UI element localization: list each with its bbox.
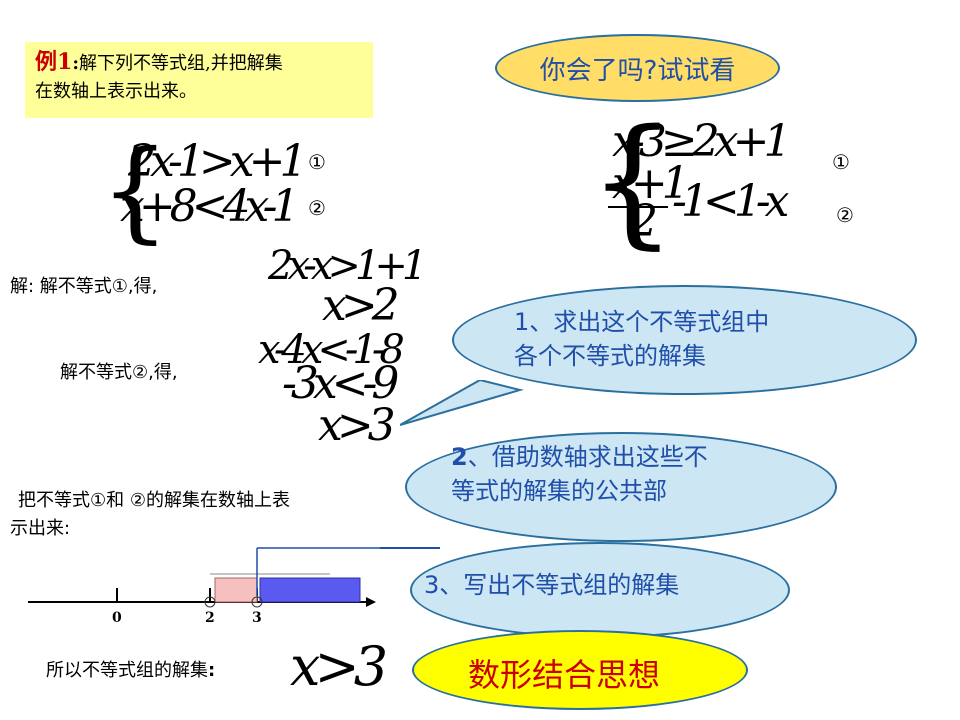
example-colon: : (72, 53, 79, 74)
system1-mark2: ② (308, 196, 326, 220)
tick-label-3: 3 (252, 610, 262, 626)
callout-method: 数形结合思想 (412, 630, 748, 710)
tick-label-2: 2 (205, 610, 215, 626)
system1-eq1: 2x-1>x+1 (128, 136, 307, 187)
system2-eq2-numerator: x+1 (612, 158, 690, 209)
solution-line1-label: 解: 解不等式①,得, (10, 276, 158, 297)
connector-to-callout3 (380, 547, 440, 549)
system2-eq1: x-3≥2x+1 (612, 116, 791, 167)
system2-mark1: ① (832, 150, 850, 174)
callout2-line2: 等式的解集的公共部 (451, 477, 667, 505)
system2-eq2-denominator: 2 (630, 196, 658, 247)
callout-step2: 2、借助数轴求出这些不 等式的解集的公共部 (405, 432, 837, 542)
callout3-text: 3、写出不等式组的解集 (424, 571, 680, 599)
solution-step2b: -3x<-9 (282, 358, 399, 409)
number-line (28, 547, 380, 608)
callout1-line1: 1、求出这个不等式组中 (514, 308, 770, 336)
callout-step1: 1、求出这个不等式组中 各个不等式的解集 (452, 285, 917, 395)
system1-eq2: x+8<4x-1 (120, 181, 299, 232)
try-it-bubble: 你会了吗?试试看 (495, 34, 780, 102)
solution-step2a: x-4x<-1-8 (258, 327, 405, 373)
solution-step2c: x>3 (318, 400, 396, 451)
example-box: 例1:解下列不等式组,并把解集 在数轴上表示出来。 (25, 42, 373, 118)
callout1-line2: 各个不等式的解集 (514, 342, 706, 370)
example-label: 例1 (35, 49, 73, 75)
callout1-tail (400, 380, 524, 426)
callout-step3: 3、写出不等式组的解集 (410, 542, 790, 638)
callout2-line1: 、借助数轴求出这些不 (467, 443, 708, 471)
solution-step1b: x>2 (322, 280, 400, 331)
callout2-number: 2 (451, 443, 468, 471)
example-text-line1: 解下列不等式组,并把解集 (78, 53, 283, 74)
callout4-text: 数形结合思想 (468, 656, 661, 694)
numberline-label-line1: 把不等式①和 ②的解集在数轴上表 (18, 490, 290, 511)
system1-mark1: ① (308, 150, 326, 174)
conclusion-label: 所以不等式组的解集: (46, 660, 216, 681)
system2-eq2-right: -1<1-x (672, 176, 789, 227)
tick-label-0: 0 (112, 610, 122, 626)
set2-blue-region (259, 577, 361, 603)
system2-brace: { (588, 100, 678, 263)
set1-pink-region (214, 577, 258, 603)
system1-brace: { (100, 126, 170, 254)
system2-mark2: ② (836, 203, 854, 227)
try-it-text: 你会了吗?试试看 (539, 55, 736, 86)
numberline-label-line2: 示出来: (10, 518, 71, 539)
open-circle-2 (204, 596, 216, 608)
system2-fraction-bar (608, 206, 668, 208)
axis-arrow-icon (366, 597, 376, 607)
solution-line2-label: 解不等式②,得, (60, 362, 178, 383)
conclusion-answer: x>3 (290, 640, 388, 694)
solution-step1a: 2x-x>1+1 (268, 243, 427, 289)
open-circle-3 (251, 596, 263, 608)
example-text-line2: 在数轴上表示出来。 (35, 81, 197, 102)
